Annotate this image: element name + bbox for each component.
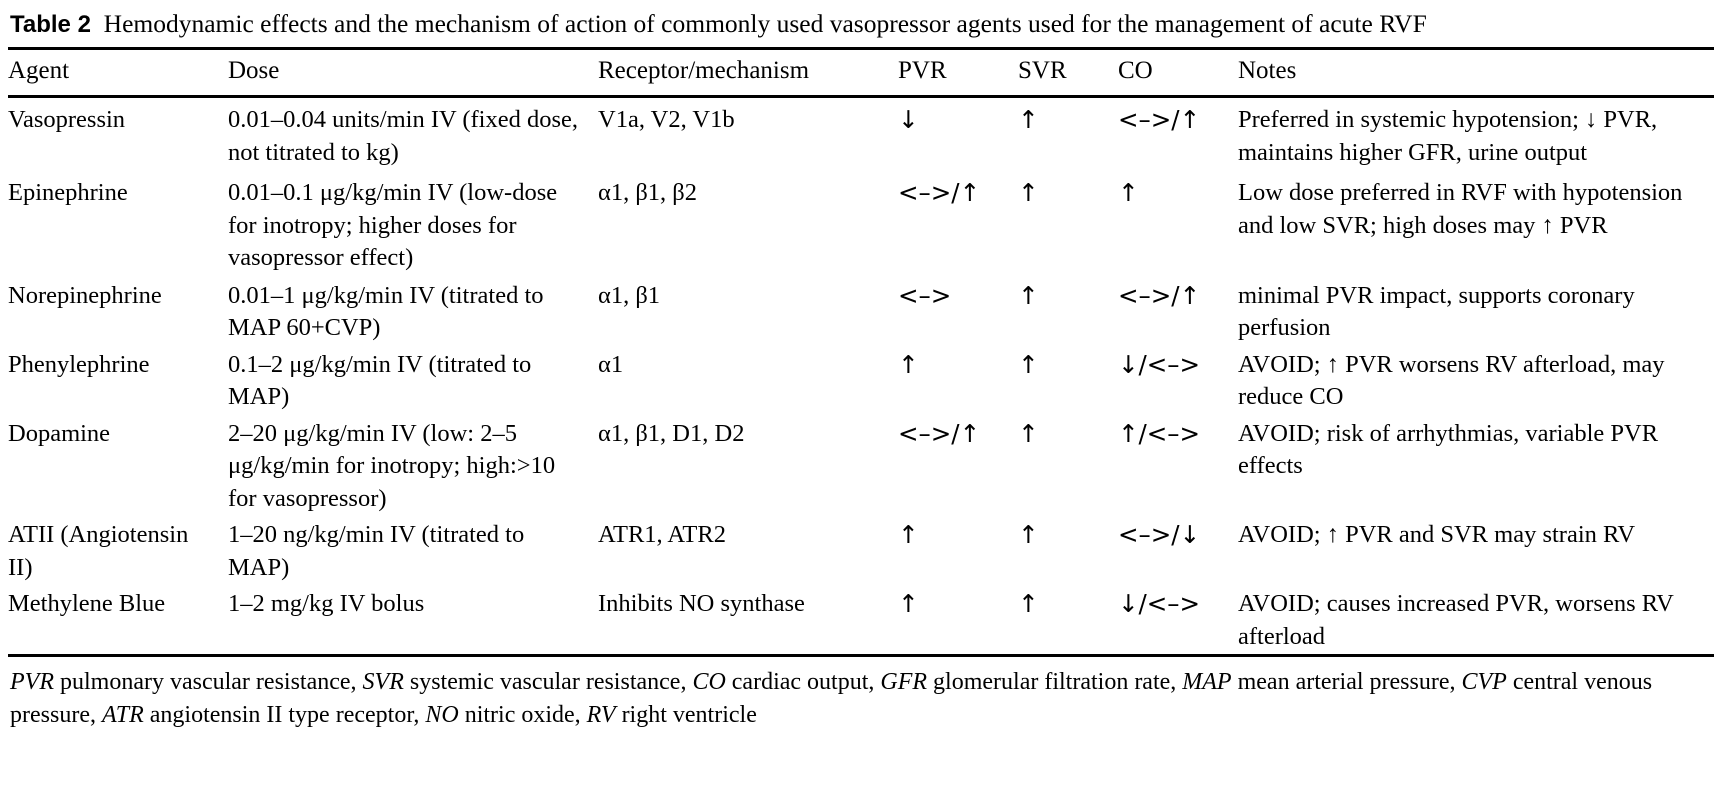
table-row: Vasopressin 0.01–0.04 units/min IV (fixe… bbox=[8, 98, 1714, 171]
cell-pvr: ↓ bbox=[898, 105, 919, 134]
cell-pvr: ↑ bbox=[898, 589, 919, 618]
cell-notes: Low dose preferred in RVF with hypotensi… bbox=[1238, 179, 1683, 239]
cell-dose: 0.01–0.1 μg/kg/min IV (low-dose for inot… bbox=[228, 179, 558, 271]
footnote-definition: glomerular filtration rate, bbox=[927, 669, 1183, 695]
cell-pvr: <–>/↑ bbox=[898, 178, 981, 207]
cell-notes: AVOID; ↑ PVR and SVR may strain RV bbox=[1238, 521, 1636, 548]
cell-notes: minimal PVR impact, supports coronary pe… bbox=[1238, 281, 1635, 342]
footnote-abbr: SVR bbox=[362, 669, 404, 695]
vasopressor-table: Agent Dose Receptor/mechanism PVR SVR CO… bbox=[8, 50, 1714, 95]
cell-dose: 0.1–2 μg/kg/min IV (titrated to MAP) bbox=[228, 350, 532, 411]
cell-svr: ↑ bbox=[1018, 520, 1039, 549]
cell-agent: Epinephrine bbox=[8, 179, 128, 206]
footnote-definition: cardiac output, bbox=[725, 669, 881, 695]
column-header-co: CO bbox=[1118, 57, 1153, 84]
cell-dose: 2–20 μg/kg/min IV (low: 2–5 μg/kg/min fo… bbox=[228, 419, 556, 512]
cell-receptor: α1, β1, β2 bbox=[598, 179, 698, 206]
cell-receptor: V1a, V2, V1b bbox=[598, 106, 735, 133]
cell-co: ↑/<–> bbox=[1118, 418, 1201, 448]
column-header-receptor: Receptor/mechanism bbox=[598, 57, 810, 84]
table-bottom-rule bbox=[8, 654, 1714, 657]
cell-dose: 0.01–0.04 units/min IV (fixed dose, not … bbox=[228, 106, 579, 166]
table-row: Methylene Blue 1–2 mg/kg IV bolus Inhibi… bbox=[8, 585, 1714, 654]
cell-svr: ↑ bbox=[1018, 105, 1039, 134]
header-row: Agent Dose Receptor/mechanism PVR SVR CO… bbox=[8, 50, 1714, 95]
cell-notes: AVOID; ↑ PVR worsens RV afterload, may r… bbox=[1238, 350, 1665, 411]
cell-co: <–>/↓ bbox=[1118, 520, 1201, 549]
table-footnote: PVR pulmonary vascular resistance, SVR s… bbox=[8, 657, 1714, 732]
cell-agent: Methylene Blue bbox=[8, 590, 166, 617]
footnote-definition: mean arterial pressure, bbox=[1231, 669, 1462, 695]
table-caption: Table 2 Hemodynamic effects and the mech… bbox=[8, 6, 1714, 47]
footnote-abbr: CO bbox=[692, 669, 726, 695]
cell-pvr: <–>/↑ bbox=[898, 418, 981, 448]
column-header-notes: Notes bbox=[1238, 57, 1297, 84]
cell-dose: 0.01–1 μg/kg/min IV (titrated to MAP 60+… bbox=[228, 281, 544, 342]
footnote-definition: systemic vascular resistance, bbox=[403, 669, 693, 695]
cell-notes: AVOID; causes increased PVR, worsens RV … bbox=[1238, 590, 1674, 650]
cell-pvr: ↑ bbox=[898, 520, 919, 549]
cell-dose: 1–2 mg/kg IV bolus bbox=[228, 590, 425, 617]
footnote-definition: central venous pressure, bbox=[10, 669, 1653, 728]
cell-co: ↓/<–> bbox=[1118, 349, 1201, 379]
column-header-agent: Agent bbox=[8, 57, 70, 84]
cell-agent: Vasopressin bbox=[8, 106, 126, 133]
cell-notes: AVOID; risk of arrhythmias, variable PVR… bbox=[1238, 419, 1659, 480]
cell-dose: 1–20 ng/kg/min IV (titrated to MAP) bbox=[228, 521, 525, 581]
table-header-rule bbox=[8, 95, 1714, 98]
cell-agent: Phenylephrine bbox=[8, 350, 150, 378]
footnote-abbr: CVP bbox=[1461, 669, 1507, 695]
footnote-abbr: PVR bbox=[10, 669, 54, 695]
column-header-svr: SVR bbox=[1018, 57, 1067, 84]
table-row: Norepinephrine 0.01–1 μg/kg/min IV (titr… bbox=[8, 277, 1714, 346]
footnote-abbr: NO bbox=[425, 702, 459, 728]
footnote-abbr: MAP bbox=[1182, 669, 1232, 695]
table-header: Agent Dose Receptor/mechanism PVR SVR CO… bbox=[8, 50, 1714, 95]
cell-agent: Norepinephrine bbox=[8, 281, 162, 309]
cell-co: ↓/<–> bbox=[1118, 589, 1201, 618]
cell-svr: ↑ bbox=[1018, 349, 1039, 379]
footnote-definition: nitric oxide, bbox=[458, 702, 587, 728]
cell-svr: ↑ bbox=[1018, 280, 1039, 310]
table-row: Epinephrine 0.01–0.1 μg/kg/min IV (low-d… bbox=[8, 171, 1714, 277]
cell-agent: ATII (Angiotensin II) bbox=[8, 521, 189, 581]
footnote-definition: angiotensin II type receptor, bbox=[143, 702, 426, 728]
footnote-abbr: RV bbox=[586, 702, 616, 728]
cell-co: <–>/↑ bbox=[1118, 105, 1201, 134]
cell-svr: ↑ bbox=[1018, 589, 1039, 618]
column-header-pvr: PVR bbox=[898, 57, 947, 84]
cell-receptor: Inhibits NO synthase bbox=[598, 590, 805, 617]
cell-receptor: α1, β1, D1, D2 bbox=[598, 419, 745, 447]
cell-agent: Dopamine bbox=[8, 419, 111, 447]
cell-co: <–>/↑ bbox=[1118, 280, 1201, 310]
cell-pvr: ↑ bbox=[898, 349, 919, 379]
vasopressor-table-body: Vasopressin 0.01–0.04 units/min IV (fixe… bbox=[8, 98, 1714, 654]
caption-text: Hemodynamic effects and the mechanism of… bbox=[103, 9, 1427, 38]
cell-notes: Preferred in systemic hypotension; ↓ PVR… bbox=[1238, 106, 1658, 166]
cell-svr: ↑ bbox=[1018, 178, 1039, 207]
caption-label: Table 2 bbox=[10, 11, 91, 38]
footnote-definition: right ventricle bbox=[615, 702, 757, 728]
cell-receptor: ATR1, ATR2 bbox=[598, 521, 726, 548]
table-top-rule bbox=[8, 47, 1714, 50]
cell-receptor: α1 bbox=[598, 350, 624, 378]
column-header-dose: Dose bbox=[228, 57, 280, 84]
cell-svr: ↑ bbox=[1018, 418, 1039, 448]
cell-co: ↑ bbox=[1118, 178, 1139, 207]
table-body: Vasopressin 0.01–0.04 units/min IV (fixe… bbox=[8, 98, 1714, 654]
cell-pvr: <–> bbox=[898, 280, 952, 310]
table-row: ATII (Angiotensin II) 1–20 ng/kg/min IV … bbox=[8, 516, 1714, 585]
footnote-abbr: GFR bbox=[880, 669, 928, 695]
footnote-abbr: ATR bbox=[101, 702, 144, 728]
cell-receptor: α1, β1 bbox=[598, 281, 661, 309]
table-row: Dopamine 2–20 μg/kg/min IV (low: 2–5 μg/… bbox=[8, 415, 1714, 517]
table-row: Phenylephrine 0.1–2 μg/kg/min IV (titrat… bbox=[8, 346, 1714, 415]
footnote-definition: pulmonary vascular resistance, bbox=[53, 669, 363, 695]
